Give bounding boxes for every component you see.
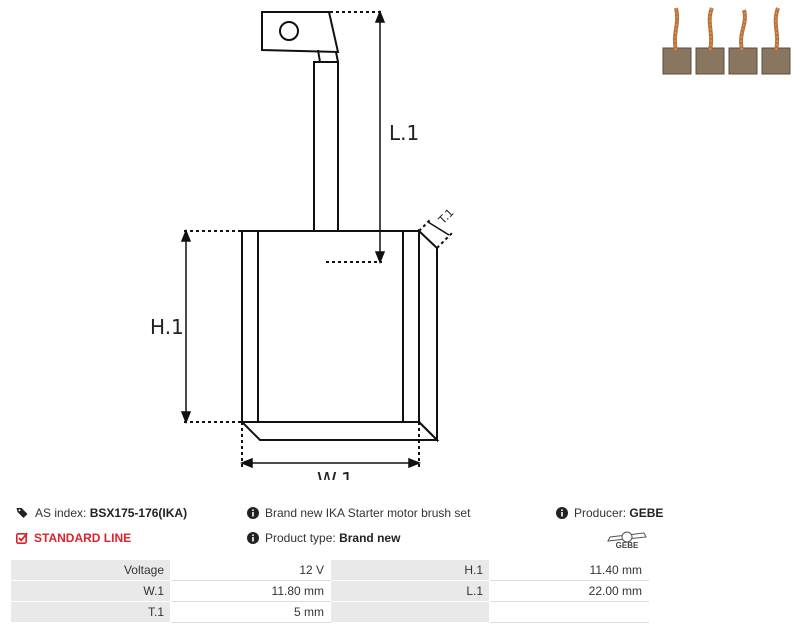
producer-value[interactable]: GEBE [629, 506, 664, 520]
standard-line-label: STANDARD LINE [34, 531, 132, 545]
brush-photo-1 [662, 7, 692, 75]
terminal-lug [261, 11, 340, 54]
specs-table: Voltage 12 V H.1 11.40 mm W.1 11.80 mm L… [10, 559, 649, 623]
product-photo[interactable] [660, 4, 792, 78]
as-index-value[interactable]: BSX175-176(IKA) [89, 506, 188, 520]
dimension-arrows [180, 9, 450, 469]
technical-drawing: L.1 H.1 W.1 T.1 [150, 9, 457, 480]
info-icon [247, 532, 259, 544]
product-type-label: Product type: [265, 531, 336, 545]
label-l1: L.1 [389, 121, 419, 145]
brush-photo-4 [761, 7, 791, 75]
product-type: Product type: Brand new [247, 531, 400, 545]
spec-label: T.1 [10, 601, 171, 623]
spec-label: L.1 [330, 580, 490, 602]
table-row: T.1 5 mm [10, 601, 649, 623]
label-h1: H.1 [150, 315, 184, 339]
check-square-icon [16, 532, 28, 544]
table-row: W.1 11.80 mm L.1 22.00 mm [10, 580, 649, 602]
spec-value: 12 V [170, 559, 331, 581]
label-w1: W.1 [317, 468, 354, 480]
producer-logo[interactable]: GEBE [606, 527, 648, 551]
spec-value: 5 mm [170, 601, 331, 623]
extension-lines [184, 11, 453, 470]
spec-value: 11.40 mm [489, 559, 649, 581]
spec-value [489, 601, 649, 623]
table-row: Voltage 12 V H.1 11.40 mm [10, 559, 649, 581]
product-description: Brand new IKA Starter motor brush set [247, 506, 470, 520]
product-type-value: Brand new [339, 531, 401, 545]
spec-label: Voltage [10, 559, 171, 581]
description-text: Brand new IKA Starter motor brush set [265, 506, 471, 520]
label-t1: T.1 [435, 206, 456, 227]
standard-line-badge: STANDARD LINE [16, 531, 131, 545]
info-icon [556, 507, 568, 519]
as-index-label: AS index: [35, 506, 87, 520]
spec-label: H.1 [330, 559, 490, 581]
brush-photo-2 [695, 7, 725, 75]
producer-label: Producer: [574, 506, 627, 520]
spec-label: W.1 [10, 580, 171, 602]
producer: Producer: GEBE [556, 506, 663, 520]
as-index: AS index: BSX175-176(IKA) [16, 506, 187, 520]
tag-icon [16, 508, 28, 518]
spec-value: 22.00 mm [489, 580, 649, 602]
brush-block [239, 228, 440, 443]
info-icon [247, 507, 259, 519]
logo-text: GEBE [616, 541, 639, 550]
spec-label [330, 601, 490, 623]
spec-value: 11.80 mm [170, 580, 331, 602]
brush-photo-3 [728, 9, 758, 75]
